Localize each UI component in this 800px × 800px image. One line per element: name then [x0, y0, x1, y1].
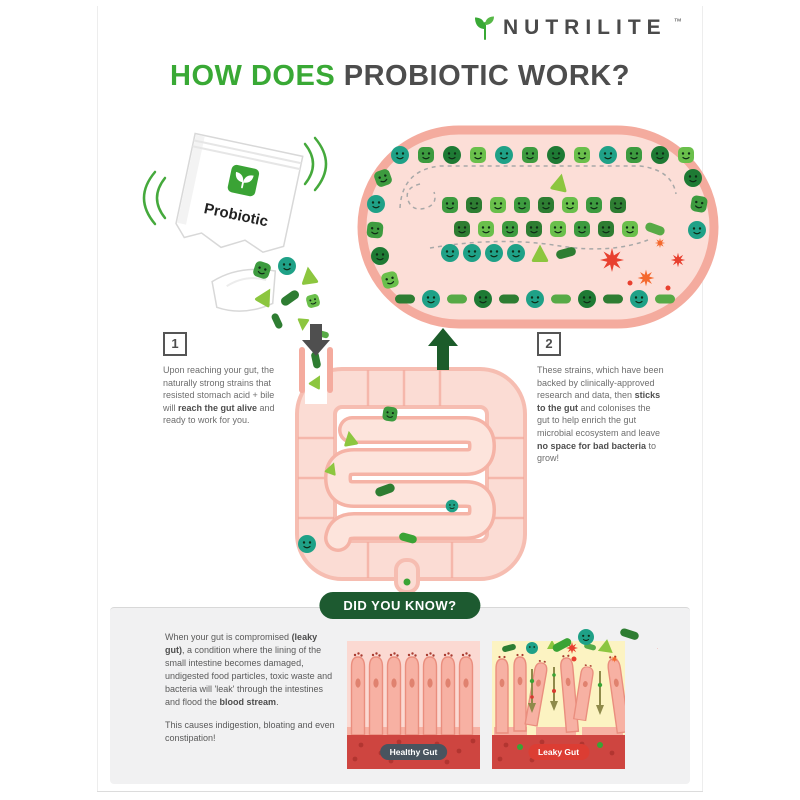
- right-edge-line: [702, 6, 703, 792]
- leaky-gut-figure: Leaky Gut: [492, 641, 625, 769]
- flow-route-dashes: [399, 165, 677, 250]
- did-you-know-text: When your gut is compromised (leaky gut)…: [165, 631, 339, 755]
- step-1-number: 1: [163, 332, 187, 356]
- did-you-know-panel: When your gut is compromised (leaky gut)…: [110, 607, 690, 784]
- probiotic-sachet: Probiotic: [142, 132, 328, 312]
- page-title: HOW DOES PROBIOTIC WORK?: [0, 60, 800, 93]
- leak-arrow-icons: [531, 667, 601, 707]
- healthy-gut-figure: Healthy Gut: [347, 641, 480, 769]
- left-edge-line: [97, 6, 98, 792]
- leaky-gut-paragraph: When your gut is compromised (leaky gut)…: [165, 632, 333, 708]
- up-arrow-icon: [428, 328, 458, 370]
- shake-arcs-icon: [142, 136, 328, 226]
- step-2-text: These strains, which have been backed by…: [537, 365, 664, 464]
- bottom-edge-line: [97, 791, 703, 792]
- leaf-icon: [474, 16, 496, 45]
- brand-name: NUTRILITE: [503, 16, 667, 39]
- did-you-know-heading: DID YOU KNOW?: [319, 592, 481, 619]
- intestine-illustration: [295, 344, 527, 594]
- healthy-gut-label: Healthy Gut: [379, 744, 448, 760]
- step-2: 2 These strains, which have been backed …: [537, 332, 665, 465]
- down-arrow-icon: [302, 324, 330, 356]
- bad-bacteria-icons: [600, 237, 686, 291]
- step-1-text: Upon reaching your gut, the naturally st…: [163, 365, 275, 426]
- gut-entrance-tube: [299, 344, 333, 404]
- good-bacteria-lining-bottom: [395, 289, 675, 309]
- bacteria-cluster-above-leaky: [552, 628, 658, 663]
- step-2-number: 2: [537, 332, 561, 356]
- haustra-marks: [298, 370, 524, 578]
- symptoms-paragraph: This causes indigestion, bloating and ev…: [165, 720, 335, 744]
- hero-illustration: Probiotic: [142, 125, 719, 594]
- sachet-leaf-logo: [227, 164, 260, 197]
- brand-trademark: ™: [673, 17, 682, 26]
- leaky-gut-label: Leaky Gut: [527, 744, 590, 760]
- brand-logo: NUTRILITE ™: [474, 16, 682, 45]
- title-rest: PROBIOTIC WORK?: [335, 60, 630, 92]
- step-1: 1 Upon reaching your gut, the naturally …: [163, 332, 285, 427]
- title-lead: HOW DOES: [170, 60, 336, 92]
- gut-wall-zoom-illustration: [357, 125, 719, 329]
